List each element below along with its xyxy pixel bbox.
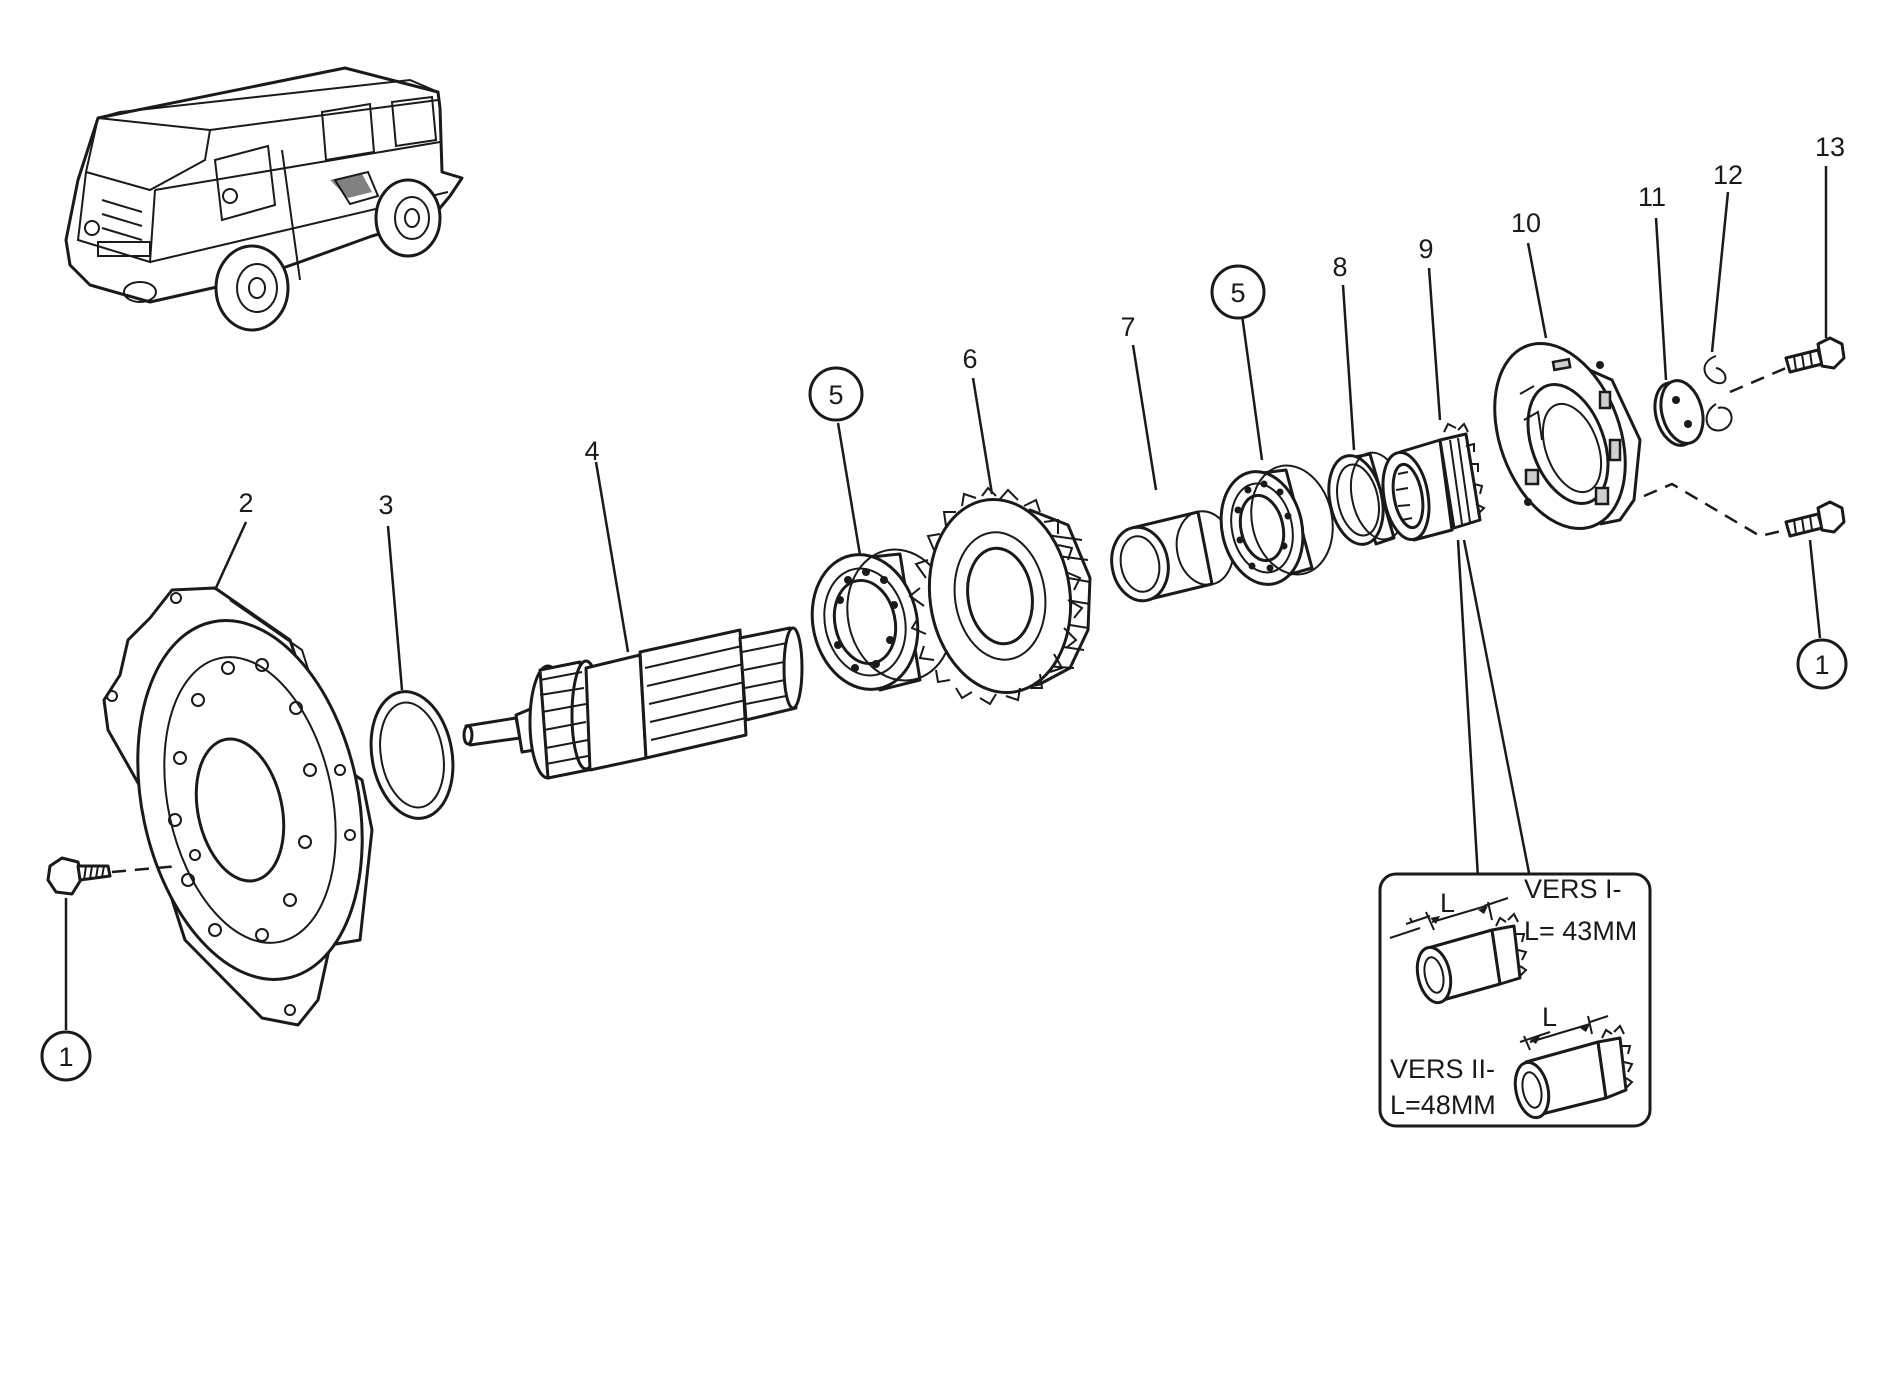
spacer-sleeve	[1110, 510, 1235, 603]
helical-gear	[908, 486, 1092, 706]
bolt-upper-right	[1729, 336, 1846, 394]
dimension-l-label-1: L	[1440, 888, 1455, 918]
callout-5-right-label: 5	[1230, 278, 1245, 308]
vehicle-thumbnail	[64, 66, 464, 332]
callout-3-label: 3	[378, 490, 393, 520]
version-detail-inset: L L VERS I- L= 43MM VERS II- L=48MM	[1378, 872, 1652, 1128]
hub-sketch-version-1: L	[1389, 888, 1528, 1005]
callout-12-label: 12	[1713, 160, 1743, 190]
adapter-plate	[102, 586, 374, 1027]
bearing-right	[1219, 464, 1334, 586]
hub-sketch-version-2: L	[1513, 1002, 1634, 1120]
leader-lines	[64, 166, 1828, 1030]
callout-1-left-label: 1	[58, 1042, 73, 1072]
callout-1-right-label: 1	[1814, 650, 1829, 680]
callout-1-right: 1	[1796, 638, 1848, 690]
bolt-lower-right	[1643, 482, 1846, 538]
dimension-l-label-2: L	[1542, 1002, 1557, 1032]
callout-1-left: 1	[40, 1030, 92, 1082]
callout-10-label: 10	[1511, 208, 1541, 238]
callout-5-left: 5	[808, 366, 864, 422]
callout-6-label: 6	[962, 344, 977, 374]
callout-2-label: 2	[238, 488, 253, 518]
callout-8-label: 8	[1332, 252, 1347, 282]
locking-washer	[1653, 379, 1705, 447]
o-ring	[369, 690, 455, 820]
callout-5-right: 5	[1210, 264, 1266, 320]
splined-hub	[1381, 422, 1486, 542]
callout-4-label: 4	[584, 436, 599, 466]
retainer-plate	[1493, 341, 1642, 531]
callout-9-label: 9	[1418, 234, 1433, 264]
callout-5-left-label: 5	[828, 380, 843, 410]
bearing-left	[810, 548, 954, 692]
callout-13-label: 13	[1815, 132, 1845, 162]
version-2-line-2: L=48MM	[1390, 1090, 1496, 1120]
version-2-line-1: VERS II-	[1390, 1054, 1495, 1084]
version-1-line-2: L= 43MM	[1524, 916, 1637, 946]
input-shaft	[462, 626, 804, 780]
callout-11-label: 11	[1638, 182, 1666, 212]
callout-7-label: 7	[1120, 312, 1135, 342]
version-1-line-1: VERS I-	[1524, 874, 1622, 904]
lock-wire	[1703, 355, 1733, 432]
bolt-left	[46, 856, 179, 896]
